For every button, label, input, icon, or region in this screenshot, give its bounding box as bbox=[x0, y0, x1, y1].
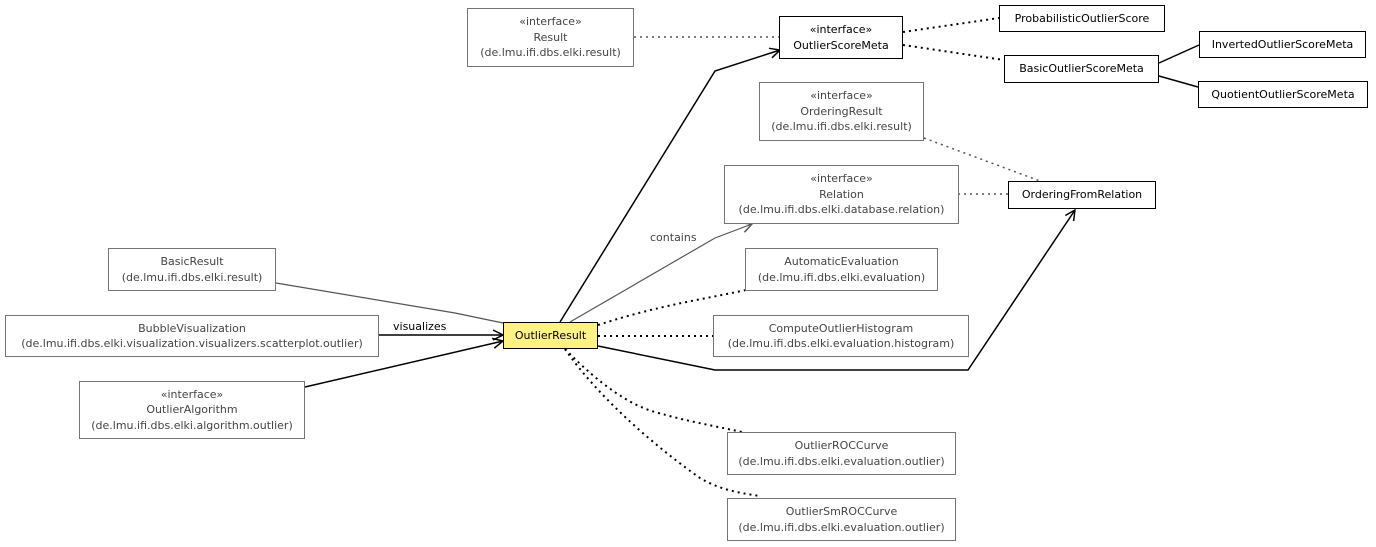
node-outlier-result[interactable]: OutlierResult bbox=[503, 322, 598, 349]
edge-outlierresult-roccurve bbox=[564, 348, 743, 433]
node-outlier-roc-curve[interactable]: OutlierROCCurve (de.lmu.ifi.dbs.elki.eva… bbox=[727, 432, 956, 475]
edge-basicmeta-quotient bbox=[1158, 75, 1199, 88]
node-outlier-score-meta-name: OutlierScoreMeta bbox=[793, 38, 889, 52]
node-basic-outlier-score-meta-name: BasicOutlierScoreMeta bbox=[1019, 62, 1144, 76]
node-result-package: (de.lmu.ifi.dbs.elki.result) bbox=[480, 46, 621, 60]
dotted-edges bbox=[564, 17, 1041, 497]
edge-label-contains: contains bbox=[650, 231, 697, 244]
node-result-stereotype: «interface» bbox=[519, 15, 582, 29]
node-basic-result[interactable]: BasicResult (de.lmu.ifi.dbs.elki.result) bbox=[108, 248, 276, 291]
node-outlier-result-name: OutlierResult bbox=[514, 328, 587, 342]
node-compute-outlier-histogram-package: (de.lmu.ifi.dbs.elki.evaluation.histogra… bbox=[727, 337, 955, 350]
node-ordering-from-relation-name: OrderingFromRelation bbox=[1021, 188, 1143, 202]
node-result-name: Result bbox=[533, 30, 568, 44]
edge-algorithm-outlierresult bbox=[304, 341, 503, 388]
node-bubble-visualization-name: BubbleVisualization bbox=[138, 321, 246, 335]
edge-outlierresult-outlierscoremeta bbox=[559, 50, 780, 323]
node-result[interactable]: «interface» Result (de.lmu.ifi.dbs.elki.… bbox=[467, 8, 634, 67]
node-outlier-algorithm-name: OutlierAlgorithm bbox=[146, 403, 238, 417]
node-automatic-evaluation-name: AutomaticEvaluation bbox=[784, 255, 899, 268]
node-inverted-outlier-score-meta[interactable]: InvertedOutlierScoreMeta bbox=[1199, 31, 1366, 58]
node-automatic-evaluation[interactable]: AutomaticEvaluation (de.lmu.ifi.dbs.elki… bbox=[745, 248, 938, 291]
node-outlier-smroc-curve-name: OutlierSmROCCurve bbox=[785, 505, 898, 518]
node-outlier-algorithm-package: (de.lmu.ifi.dbs.elki.algorithm.outlier) bbox=[91, 418, 293, 432]
node-quotient-outlier-score-meta[interactable]: QuotientOutlierScoreMeta bbox=[1198, 81, 1368, 108]
edge-label-visualizes: visualizes bbox=[393, 320, 447, 333]
edge-basicmeta-inverted bbox=[1158, 44, 1200, 64]
node-ordering-result-name: OrderingResult bbox=[800, 104, 883, 118]
node-outlier-score-meta-stereotype: «interface» bbox=[809, 23, 873, 36]
edge-outlierscoremeta-probabilistic bbox=[902, 17, 1000, 33]
solid-edges bbox=[275, 44, 1200, 388]
node-basic-result-name: BasicResult bbox=[160, 255, 224, 268]
node-outlier-algorithm-stereotype: «interface» bbox=[160, 387, 224, 401]
node-relation-package: (de.lmu.ifi.dbs.elki.database.relation) bbox=[738, 203, 945, 217]
edge-outlierscoremeta-basicmeta bbox=[902, 44, 1005, 61]
node-relation[interactable]: «interface» Relation (de.lmu.ifi.dbs.elk… bbox=[724, 165, 959, 224]
node-relation-name: Relation bbox=[819, 187, 864, 201]
edge-outlierresult-relation bbox=[569, 224, 752, 323]
node-probabilistic-outlier-score[interactable]: ProbabilisticOutlierScore bbox=[999, 5, 1165, 32]
edge-orderingresult-orderingfromrelation bbox=[923, 137, 1041, 182]
node-ordering-from-relation[interactable]: OrderingFromRelation bbox=[1008, 181, 1156, 209]
node-relation-stereotype: «interface» bbox=[810, 172, 873, 186]
node-basic-result-package: (de.lmu.ifi.dbs.elki.result) bbox=[121, 270, 263, 284]
node-outlier-score-meta[interactable]: «interface» OutlierScoreMeta bbox=[779, 16, 903, 59]
node-ordering-result[interactable]: «interface» OrderingResult (de.lmu.ifi.d… bbox=[759, 82, 924, 141]
node-compute-outlier-histogram[interactable]: ComputeOutlierHistogram (de.lmu.ifi.dbs.… bbox=[713, 315, 969, 357]
node-bubble-visualization-package: (de.lmu.ifi.dbs.elki.visualization.visua… bbox=[21, 337, 363, 350]
node-inverted-outlier-score-meta-name: InvertedOutlierScoreMeta bbox=[1211, 37, 1354, 51]
edge-basicresult-outlierresult bbox=[275, 282, 504, 324]
node-outlier-smroc-curve-package: (de.lmu.ifi.dbs.elki.evaluation.outlier) bbox=[738, 520, 945, 534]
node-ordering-result-package: (de.lmu.ifi.dbs.elki.result) bbox=[771, 120, 912, 134]
node-probabilistic-outlier-score-name: ProbabilisticOutlierScore bbox=[1014, 11, 1150, 25]
edge-outlierresult-orderingfromrelation bbox=[597, 210, 1075, 371]
node-compute-outlier-histogram-name: ComputeOutlierHistogram bbox=[768, 321, 914, 335]
node-quotient-outlier-score-meta-name: QuotientOutlierScoreMeta bbox=[1211, 87, 1355, 101]
node-outlier-roc-curve-name: OutlierROCCurve bbox=[794, 439, 889, 452]
node-bubble-visualization[interactable]: BubbleVisualization (de.lmu.ifi.dbs.elki… bbox=[5, 315, 379, 357]
node-outlier-roc-curve-package: (de.lmu.ifi.dbs.elki.evaluation.outlier) bbox=[738, 454, 945, 468]
node-outlier-smroc-curve[interactable]: OutlierSmROCCurve (de.lmu.ifi.dbs.elki.e… bbox=[727, 498, 956, 541]
node-automatic-evaluation-package: (de.lmu.ifi.dbs.elki.evaluation) bbox=[757, 270, 926, 284]
node-basic-outlier-score-meta[interactable]: BasicOutlierScoreMeta bbox=[1004, 55, 1159, 83]
node-ordering-result-stereotype: «interface» bbox=[810, 89, 873, 103]
node-outlier-algorithm[interactable]: «interface» OutlierAlgorithm (de.lmu.ifi… bbox=[79, 381, 305, 439]
